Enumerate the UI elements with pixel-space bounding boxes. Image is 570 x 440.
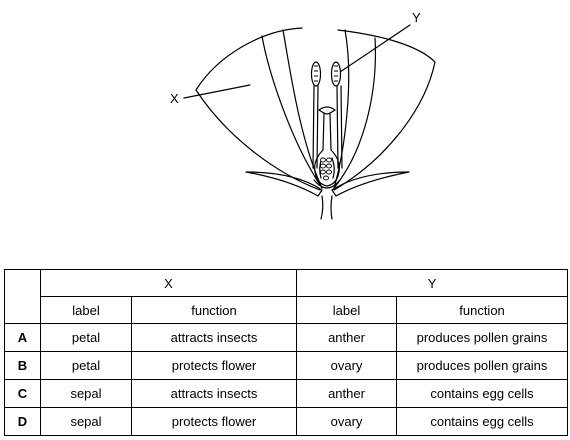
filament — [340, 85, 343, 169]
option-row-c[interactable]: C sepal attracts insects anther contains… — [4, 379, 569, 408]
y-label-cell: ovary — [296, 351, 398, 380]
option-letter: C — [4, 379, 41, 408]
y-function-cell: contains egg cells — [396, 379, 569, 408]
y-function-cell: produces pollen grains — [396, 351, 569, 380]
subheader-y-function: function — [396, 296, 569, 324]
x-function-cell: attracts insects — [130, 323, 298, 352]
x-function-cell: protects flower — [130, 407, 298, 436]
group-header-row: X Y — [4, 269, 569, 324]
ovule — [326, 163, 332, 169]
anther — [330, 61, 342, 87]
label-line-y — [339, 24, 411, 73]
stem — [330, 195, 333, 220]
ovule — [320, 157, 326, 163]
y-function-cell: contains egg cells — [396, 407, 569, 436]
option-letter: D — [4, 407, 41, 436]
style — [329, 112, 332, 151]
x-function-cell: protects flower — [130, 351, 298, 380]
group-header-x: X — [39, 269, 298, 297]
ovule — [323, 175, 329, 181]
x-function-cell: attracts insects — [130, 379, 298, 408]
petal-outer — [333, 29, 436, 191]
subheader-x-function: function — [130, 296, 298, 324]
option-letter: A — [4, 323, 41, 352]
option-row-d[interactable]: D sepal protects flower ovary contains e… — [4, 407, 569, 436]
corner-cell — [4, 269, 41, 324]
receptacle — [313, 179, 341, 189]
style — [322, 112, 325, 151]
label-y: Y — [412, 10, 421, 25]
stigma — [318, 106, 336, 115]
sepal-right — [331, 171, 410, 197]
petal-inner — [282, 29, 323, 189]
subheader-row: label function label function — [5, 296, 569, 324]
y-function-cell: produces pollen grains — [396, 323, 569, 352]
label-line-x — [183, 84, 251, 99]
ovule — [320, 169, 326, 175]
option-letter: B — [4, 351, 41, 380]
petal-outer — [195, 27, 321, 191]
ovary-inner — [331, 157, 335, 179]
anther-detail — [314, 65, 318, 82]
subheader-y-label: label — [296, 296, 398, 324]
x-label-cell: sepal — [40, 407, 132, 436]
y-label-cell: anther — [296, 379, 398, 408]
filament — [316, 85, 319, 169]
x-label-cell: petal — [40, 323, 132, 352]
group-header-y: Y — [296, 269, 569, 297]
y-label-cell: ovary — [296, 407, 398, 436]
anther-detail — [334, 65, 338, 82]
stem — [320, 195, 324, 220]
y-label-cell: anther — [296, 323, 398, 352]
option-row-a[interactable]: A petal attracts insects anther produces… — [4, 323, 569, 352]
x-label-cell: sepal — [40, 379, 132, 408]
flower-diagram: X Y — [170, 10, 436, 220]
subheader-x-label: label — [40, 296, 132, 324]
sepal-left — [245, 171, 323, 197]
ovary — [314, 149, 340, 187]
option-row-b[interactable]: B petal protects flower ovary produces p… — [4, 351, 569, 380]
x-label-cell: petal — [40, 351, 132, 380]
anther — [310, 61, 322, 87]
filament — [336, 85, 339, 169]
petal-inner — [261, 35, 323, 189]
ovule — [326, 157, 332, 163]
ovule — [326, 169, 332, 175]
answer-table: X Y label function label function A peta… — [4, 269, 569, 436]
petal-inner — [333, 37, 377, 189]
label-x: X — [170, 91, 179, 106]
ovule — [320, 163, 326, 169]
petal-inner — [333, 29, 350, 189]
filament — [312, 85, 315, 169]
